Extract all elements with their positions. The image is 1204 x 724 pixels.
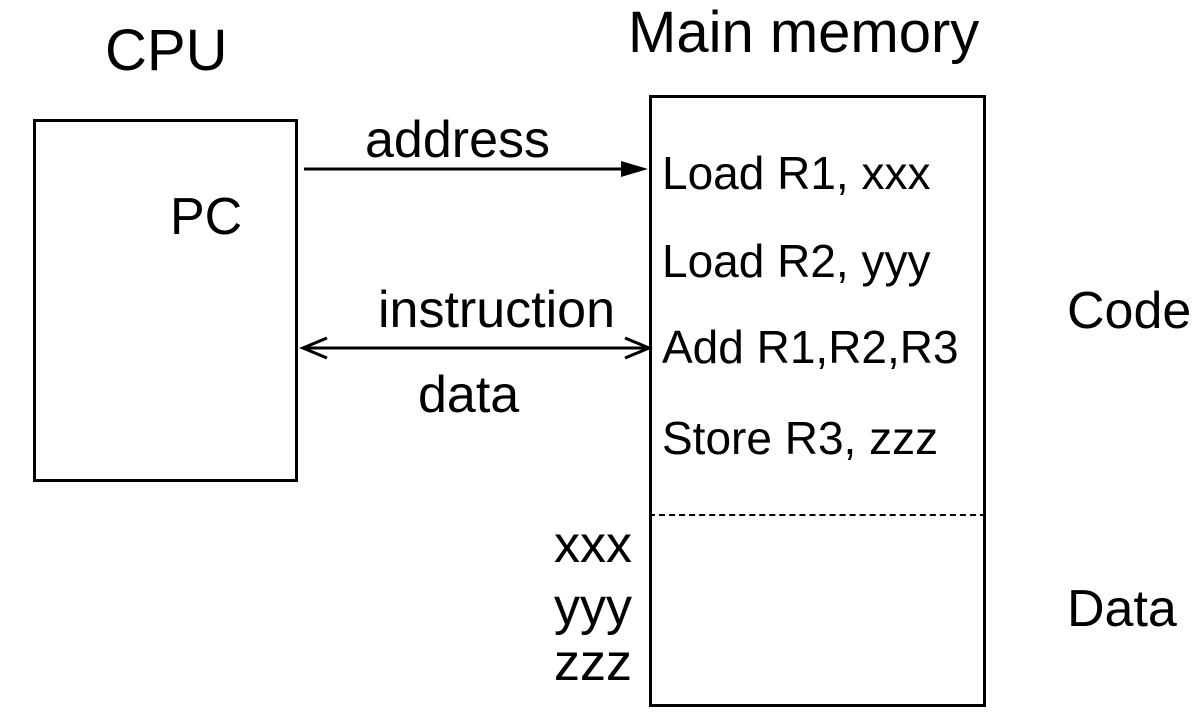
pc-register-label: PC [170,188,243,246]
memory-instruction-line: Store R3, zzz [662,412,939,464]
data-address-label-yyy: yyy [554,578,632,636]
data-address-label-xxx: xxx [554,516,632,574]
memory-instruction-line: Add R1,R2,R3 [662,321,959,373]
data-bus-label: data [418,366,520,424]
cpu-title: CPU [105,18,228,83]
arrowhead-left [299,336,328,360]
main-memory-title: Main memory [628,0,980,65]
data-region-label: Data [1067,580,1177,638]
memory-instruction-line: Load R1, xxx [662,147,931,199]
address-bus-label: address [365,111,550,169]
address-bus-arrow [304,161,648,177]
arrowhead-right [624,336,653,360]
cpu-box: PC [33,119,298,482]
instruction-bus-label: instruction [378,281,615,339]
arrowhead-right [621,161,648,177]
data-address-label-zzz: zzz [554,634,632,692]
main-memory-box: Load R1, xxx Load R2, yyy Add R1,R2,R3 S… [649,95,986,707]
memory-instruction-line: Load R2, yyy [662,235,931,287]
code-region-label: Code [1067,282,1192,340]
code-data-divider-dashed-line [649,514,986,516]
instruction-data-bus-arrow [299,336,653,360]
